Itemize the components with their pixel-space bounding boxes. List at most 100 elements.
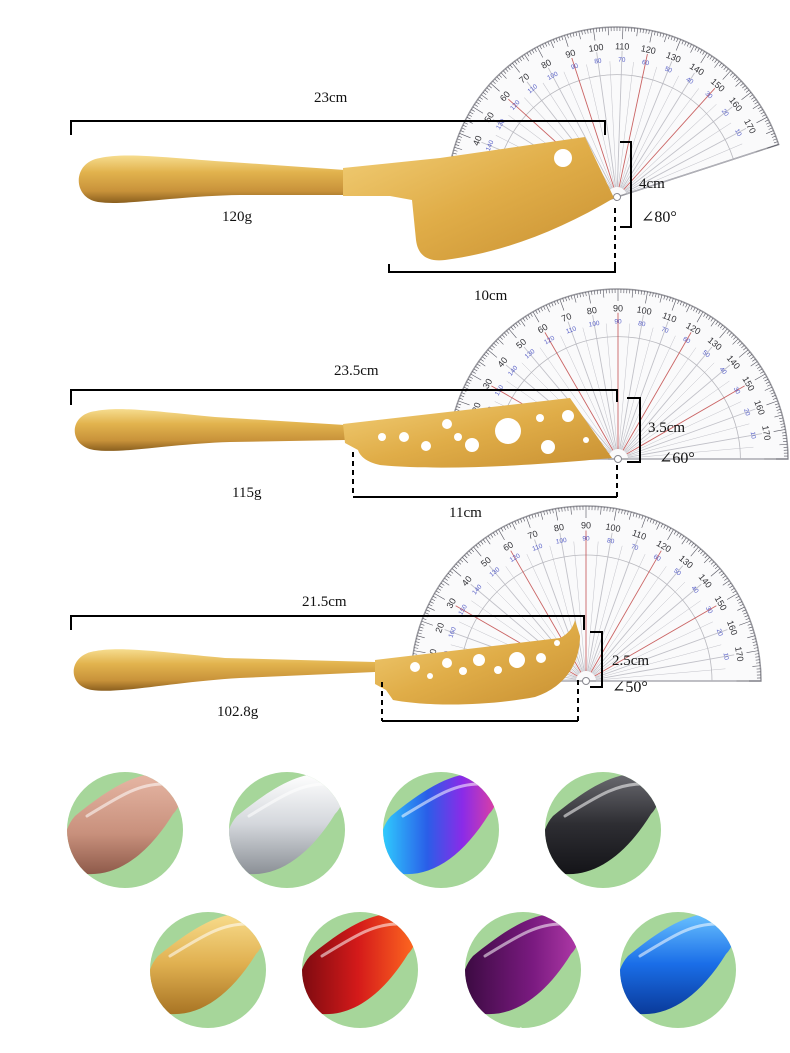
protractor-scale-number: 80 [540,57,554,71]
protractor-scale-number: 70 [517,71,531,85]
protractor-inner-number: 140 [485,139,496,152]
protractor-scale-number: 60 [498,89,512,103]
protractor-inner-number: 10 [722,652,730,661]
protractor-inner-number: 100 [588,320,600,329]
protractor-inner-number: 150 [457,603,469,616]
protractor-scale-number: 100 [605,522,622,534]
knife2-blade-length-label: 11cm [449,505,482,521]
protractor-scale-number: 70 [560,311,573,324]
protractor-inner-number: 80 [606,537,615,545]
protractor-scale-number: 30 [444,596,458,610]
protractor-inner-number: 160 [448,626,458,639]
protractor-inner-number: 110 [565,325,577,335]
handle-tip [67,773,182,875]
swatch-red [302,912,418,1028]
protractor-inner-number: 60 [652,553,662,563]
protractor-scale-number: 160 [725,619,740,637]
knife2-angle-label: ∠60° [659,450,695,467]
swatch-black [545,772,661,888]
protractor-scale-number: 40 [496,355,510,369]
protractor-scale-number: 170 [733,646,745,663]
knife1-blade-length-label: 10cm [474,288,508,304]
protractor-inner-number: 90 [614,319,622,326]
blade-hole [554,149,572,167]
protractor-scale-number: 80 [553,522,565,534]
protractor-inner-number: 50 [672,567,682,577]
protractor-scale-number: 170 [760,425,772,442]
handle-tip [383,773,498,875]
handle-tip [229,773,344,875]
knife1-weight-label: 120g [222,209,252,225]
protractor-scale-number: 80 [586,305,598,317]
protractor-inner-number: 20 [715,628,724,638]
knife1-height-label: 4cm [639,176,665,192]
knife2-weight-label: 115g [232,485,262,501]
swatch-gold [150,912,266,1028]
protractor-inner-number: 110 [531,543,543,553]
protractor-inner-number: 70 [660,326,670,335]
blade-holes [378,410,589,454]
protractor-scale-number: 90 [581,520,591,530]
knife-cleaver [78,137,614,261]
protractor-inner-number: 100 [555,537,567,546]
protractor-inner-number: 90 [570,62,579,71]
protractor-inner-number: 40 [690,585,700,595]
protractor-scale-number: 120 [640,43,657,56]
protractor-inner-number: 10 [733,128,743,138]
protractor-inner-number: 20 [742,408,751,418]
protractor-inner-number: 80 [638,320,647,328]
protractor-inner-number: 120 [543,335,556,347]
knife3-weight-label: 102.8g [217,704,259,720]
protractor-scale-number: 60 [501,539,515,553]
protractor-inner-number: 30 [704,605,714,615]
handle-tip [150,913,265,1015]
protractor-scale-number: 20 [433,621,446,634]
knife1-length-label: 23cm [314,90,348,106]
protractor-scale-number: 90 [564,47,577,60]
knife-handle [74,409,346,451]
knife3-length-label: 21.5cm [302,594,347,610]
protractor-scale-number: 100 [636,304,653,316]
protractor-scale-number: 50 [479,555,493,569]
blade-holes [410,640,560,679]
protractor-inner-number: 30 [703,90,713,100]
knife-forked [73,620,580,705]
knife-handle [78,155,346,203]
handle-tip [302,913,417,1015]
knife-holed [74,398,612,468]
color-swatches [67,772,736,1028]
protractor-scale-number: 60 [536,322,550,336]
protractor-scale-number: 90 [613,303,623,313]
watermark: 揭阳市佳达五金制品有限 [384,1026,615,1050]
protractor-inner-number: 60 [641,59,650,67]
swatch-blue [620,912,736,1028]
knife2-height-label: 3.5cm [648,420,686,436]
knife-handle [73,649,375,691]
protractor-scale-number: 50 [514,337,528,351]
swatch-rose-gold [67,772,183,888]
protractor-inner-number: 60 [682,336,692,346]
knife1-angle-label: ∠80° [641,209,677,226]
protractor-inner-number: 70 [630,543,640,552]
protractor-scale-number: 110 [615,41,630,51]
protractor-scale-number: 40 [471,134,484,147]
protractor-scale-number: 110 [661,310,678,324]
knife2-length-label: 23.5cm [334,363,379,379]
protractor-inner-number: 30 [732,386,742,396]
protractor-scale-number: 70 [526,528,539,541]
protractor-scale-number: 160 [752,399,767,417]
swatch-rainbow [383,772,499,888]
knife3-height-label: 2.5cm [612,653,650,669]
protractor-scale-number: 40 [460,574,474,588]
protractor-inner-number: 40 [718,366,728,376]
protractor-scale-number: 100 [588,42,604,54]
protractor-group: 1020304050607080901001101201301401501601… [410,26,789,685]
handle-tip [465,913,580,1015]
swatch-purple [465,912,581,1028]
handle-tip [620,913,735,1015]
protractor-inner-number: 10 [749,431,757,440]
protractor-scale-number: 30 [481,377,495,391]
protractor-inner-number: 120 [509,552,522,564]
dimension-lines [70,120,641,722]
protractor-inner-number: 40 [685,76,695,86]
